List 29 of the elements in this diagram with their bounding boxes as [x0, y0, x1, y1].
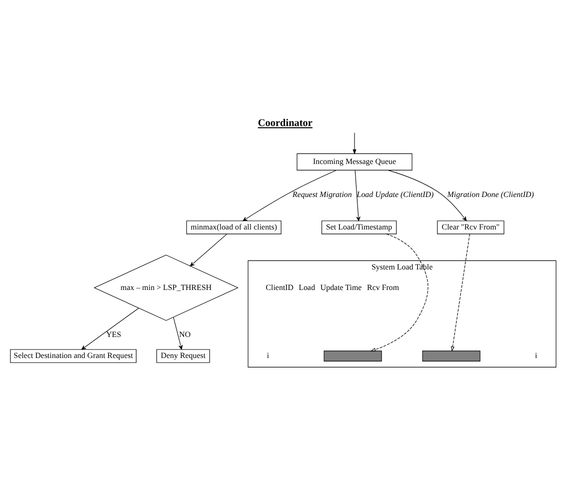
- label: ClientID: [266, 282, 294, 292]
- arrow: [173, 316, 183, 350]
- label: Load: [298, 282, 316, 292]
- node-box: Incoming Message Queue: [296, 152, 412, 170]
- node-box: Deny Request: [156, 348, 210, 362]
- node-box: Clear "Rcv From": [437, 220, 504, 234]
- node-box: Select Destination and Grant Request: [10, 348, 136, 362]
- edge-label: NO: [179, 330, 191, 339]
- diagram-title: Coordinator: [258, 118, 312, 129]
- arrow: [190, 233, 228, 266]
- edge-label: YES: [106, 330, 122, 339]
- node-box: Set Load/Timestamp: [322, 220, 397, 234]
- arrow: [370, 233, 428, 351]
- label: i: [535, 350, 538, 360]
- node-diamond: max – min > LSP_THRESH: [94, 254, 239, 320]
- arrow: [354, 170, 360, 221]
- edge-label: Migration Done (ClientID): [447, 190, 534, 199]
- arrow: [450, 233, 470, 352]
- arrow: [81, 307, 140, 350]
- node-bar: [324, 350, 382, 361]
- node-bar: [422, 350, 480, 361]
- arrow: [388, 169, 467, 220]
- arrow: [352, 132, 356, 154]
- label: Rcv From: [367, 282, 400, 292]
- label: i: [266, 350, 270, 360]
- arrow: [242, 170, 337, 221]
- label: Update Time: [320, 282, 362, 292]
- edge-label: Request Migration: [292, 190, 352, 199]
- node-box: minmax(load of all clients): [186, 220, 282, 234]
